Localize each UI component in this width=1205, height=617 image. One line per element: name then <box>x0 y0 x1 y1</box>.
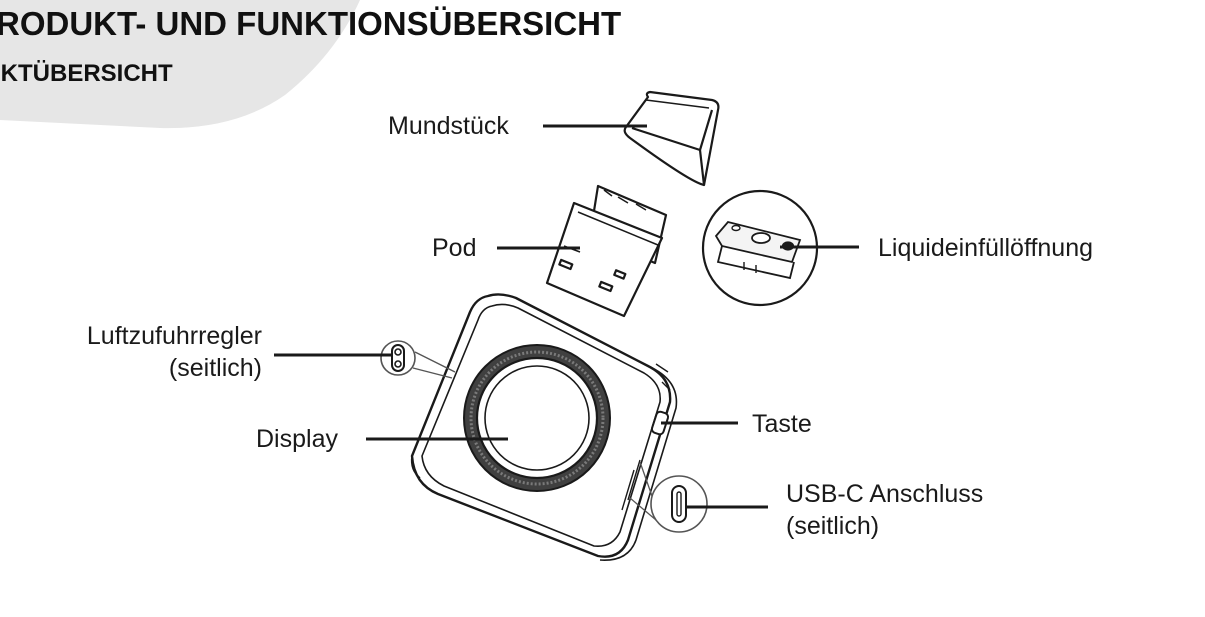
usb-c-port-detail <box>629 461 708 533</box>
label-button: Taste <box>752 410 812 438</box>
button-illustration <box>650 410 670 436</box>
label-mouthpiece: Mundstück <box>388 112 509 140</box>
mouthpiece-illustration <box>623 90 720 187</box>
pod-illustration <box>545 184 668 318</box>
label-usb-line1: USB-C Anschluss <box>786 480 984 508</box>
label-display: Display <box>256 425 338 453</box>
leader-lines <box>274 124 859 509</box>
display-ring <box>463 344 611 492</box>
label-usb-line2: (seitlich) <box>786 512 880 540</box>
label-airflow-line2: (seitlich) <box>168 354 262 382</box>
header-accent-shape <box>0 0 360 129</box>
section-title: DUKTÜBERSICHT <box>0 60 173 87</box>
label-airflow-control: Luftzufuhrregler (seitlich) <box>40 320 262 384</box>
airflow-control-detail <box>380 340 456 379</box>
label-usb-c-port: USB-C Anschluss (seitlich) <box>786 478 983 542</box>
label-refill-opening: Liquideinfüllöffnung <box>878 234 1094 262</box>
label-airflow-line1: Luftzufuhrregler <box>86 322 262 350</box>
refill-opening-detail <box>701 189 819 307</box>
page-title: PRODUKT- UND FUNKTIONSÜBERSICHT <box>0 5 622 42</box>
label-pod: Pod <box>432 234 477 262</box>
